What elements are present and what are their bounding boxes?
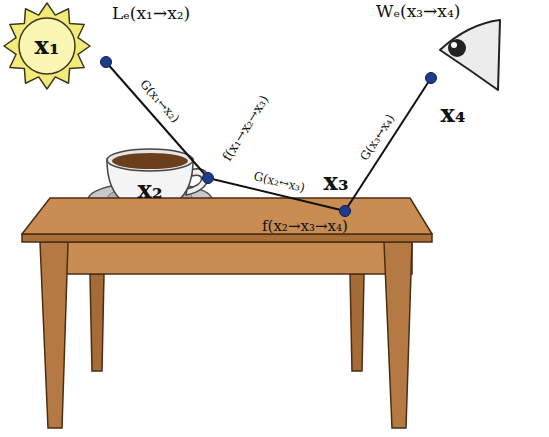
path-vertex <box>101 57 112 68</box>
vertex-label: x₁ <box>35 32 60 60</box>
geometry-term: G(x₃↔x₄) <box>358 112 398 163</box>
vertex-label: x₃ <box>324 168 349 196</box>
radiometric-term: Wₑ(x₃→x₄) <box>376 2 460 22</box>
geometry-term: G(x₁↔x₂) <box>136 78 181 126</box>
vertex-label: x₂ <box>138 176 163 204</box>
radiometric-term: f(x₁→x₂→x₃) <box>220 93 272 164</box>
radiometric-term: f(x₂→x₃→x₄) <box>262 218 348 235</box>
path-vertex <box>426 73 437 84</box>
table: x₃ <box>20 196 436 437</box>
geometry-term: G(x₂↔x₃) <box>252 170 306 196</box>
vertex-label: x₄ <box>441 100 466 128</box>
radiometric-term: Lₑ(x₁→x₂) <box>112 4 190 24</box>
eye-illustration <box>428 18 504 98</box>
light-source: x₁ <box>2 2 92 90</box>
table-illustration <box>20 196 436 437</box>
light-path-segment <box>345 78 431 211</box>
light-path-segment <box>106 62 208 178</box>
eye-sensor: x₄ <box>428 18 504 98</box>
